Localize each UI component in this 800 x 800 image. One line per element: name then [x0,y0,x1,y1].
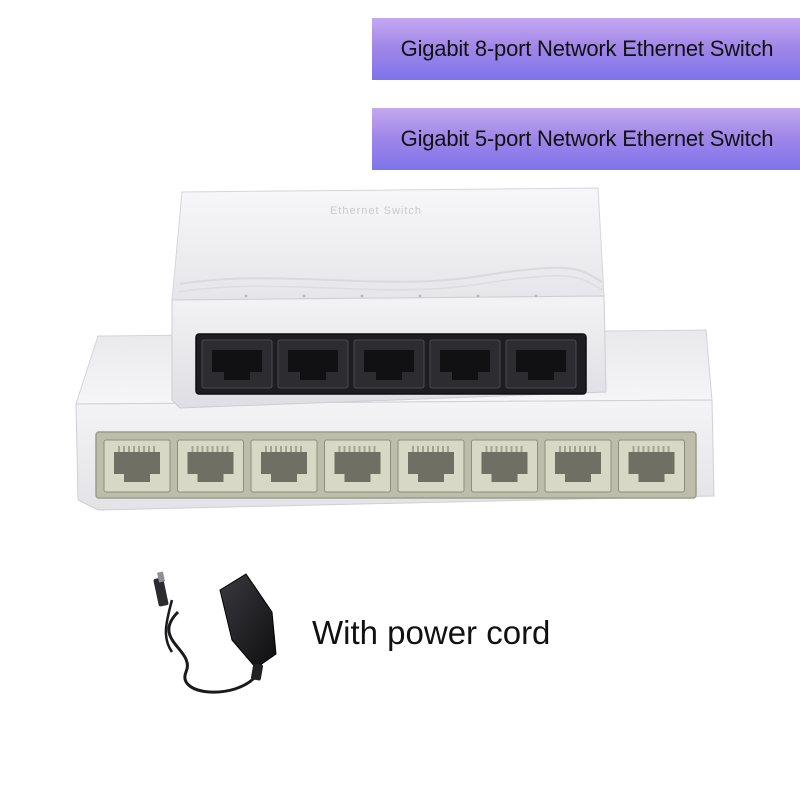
rj45-port [201,339,273,389]
switch-5-port: Ethernet Switch [171,187,607,409]
power-adapter [153,571,277,694]
rj45-port [471,439,538,493]
power-adapter-cord [167,610,264,694]
led-dot [360,294,364,298]
rj45-port [277,339,349,389]
rj45-port [544,439,612,493]
power-adapter-plug-tip [153,577,169,607]
led-dot [302,294,306,298]
switch-5-led-dots [244,294,538,298]
rj45-port [397,439,465,493]
switch-8-ports [103,439,685,493]
rj45-port [324,439,391,493]
rj45-port [429,339,501,389]
rj45-port [250,439,318,493]
rj45-port [177,439,244,493]
banner-5-port: Gigabit 5-port Network Ethernet Switch [372,108,800,170]
switch-5-ports [201,339,577,389]
rj45-port [353,339,425,389]
power-adapter-brick [219,573,277,669]
switch-5-wave [179,266,603,285]
led-dot [476,294,480,298]
rj45-port [103,439,171,493]
rj45-port [505,339,577,389]
led-dot [534,294,538,298]
led-dot [418,294,422,298]
power-cord-caption: With power cord [312,614,551,651]
switch-5-top-label: Ethernet Switch [330,205,422,217]
led-dot [244,294,248,298]
rj45-port [618,439,685,493]
banner-8-port: Gigabit 8-port Network Ethernet Switch [372,18,800,80]
